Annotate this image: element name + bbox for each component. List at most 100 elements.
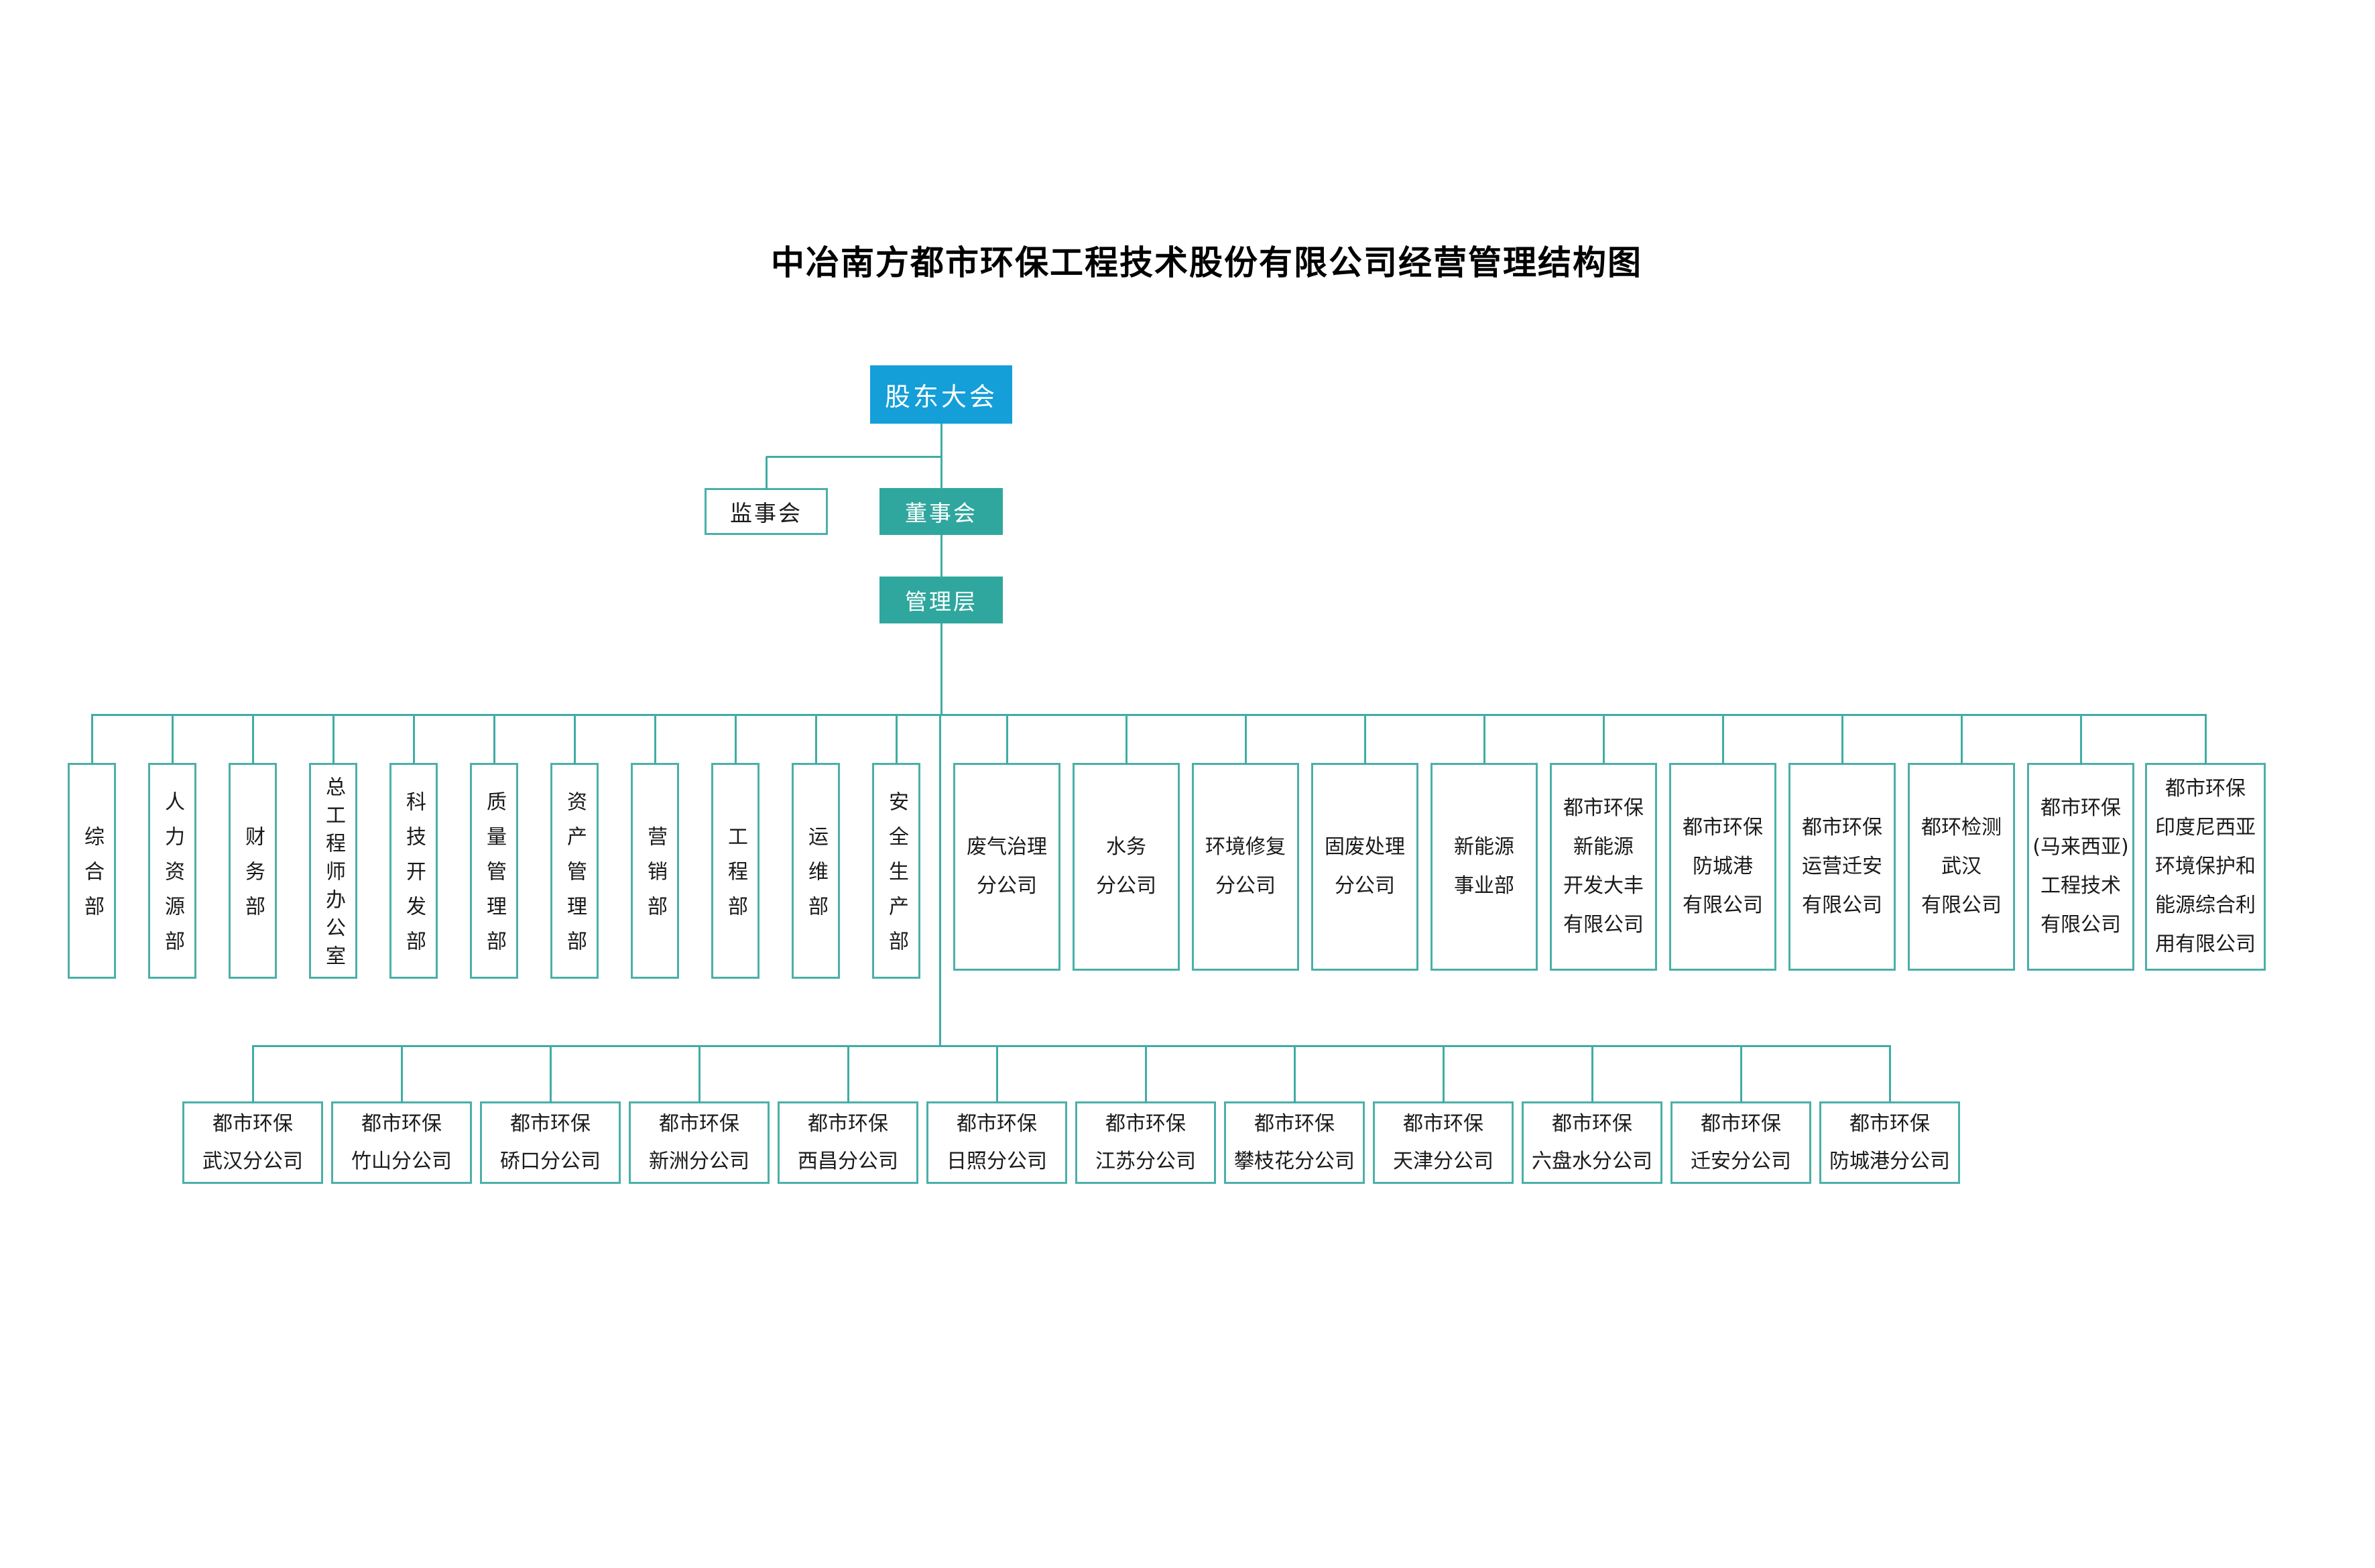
- org-node-label: 管理层: [905, 589, 977, 615]
- subsidiary-box: 固废处理 分公司: [1311, 763, 1418, 971]
- subsidiary-box-label: 都市环保 防城港 有限公司: [1683, 816, 1763, 917]
- department-box-label: 质量管理部: [483, 791, 506, 965]
- connector-line: [251, 715, 254, 765]
- department-box: 质量管理部: [470, 763, 518, 979]
- connector-line: [1602, 715, 1605, 765]
- branch-box-label: 都市环保 江苏分公司: [1095, 1111, 1196, 1173]
- org-node-shareholders-meeting: 股东大会: [870, 365, 1012, 424]
- connector-line: [938, 715, 941, 1047]
- org-node-label: 董事会: [905, 500, 977, 526]
- subsidiary-box: 水务 分公司: [1073, 763, 1180, 971]
- connector-line: [2079, 715, 2082, 765]
- subsidiary-box-label: 新能源 事业部: [1454, 835, 1514, 898]
- branch-box-label: 都市环保 攀枝花分公司: [1234, 1111, 1355, 1173]
- subsidiary-box-label: 都市环保 印度尼西亚 环境保护和 能源综合利 用有限公司: [2155, 777, 2256, 956]
- department-box: 安全生产部: [872, 763, 920, 979]
- org-node-supervisory-board: 监事会: [705, 488, 828, 535]
- subsidiary-box-label: 都市环保 (马来西亚) 工程技术 有限公司: [2032, 796, 2129, 937]
- subsidiary-box-label: 环境修复 分公司: [1205, 835, 1286, 898]
- branch-box-label: 都市环保 竹山分公司: [351, 1111, 452, 1173]
- department-box: 人力资源部: [148, 763, 196, 979]
- org-node-label: 监事会: [730, 500, 802, 526]
- department-box: 科技开发部: [389, 763, 438, 979]
- connector-line: [1006, 715, 1008, 765]
- connector-line: [1740, 1046, 1742, 1103]
- branch-box: 都市环保 武汉分公司: [182, 1101, 323, 1184]
- branch-box-label: 都市环保 西昌分公司: [798, 1111, 898, 1173]
- connector-line: [1442, 1046, 1445, 1103]
- branch-box-label: 都市环保 天津分公司: [1393, 1111, 1494, 1173]
- subsidiary-box: 新能源 事业部: [1430, 763, 1538, 971]
- department-box: 总工程师办公室: [309, 763, 357, 979]
- department-box-label: 人力资源部: [161, 791, 184, 965]
- department-box-label: 安全生产部: [885, 791, 908, 965]
- branch-box: 都市环保 日照分公司: [926, 1101, 1067, 1184]
- connector-line: [1960, 715, 1963, 765]
- connector-line: [400, 1046, 403, 1103]
- department-box-label: 综合部: [80, 826, 104, 930]
- department-box-label: 工程部: [724, 826, 747, 930]
- branch-box: 都市环保 江苏分公司: [1075, 1101, 1216, 1184]
- chart-title: 中冶南方都市环保工程技术股份有限公司经营管理结构图: [771, 243, 1642, 282]
- branch-box-label: 都市环保 日照分公司: [947, 1111, 1047, 1173]
- connector-line: [1591, 1046, 1593, 1103]
- connector-line: [1483, 715, 1485, 765]
- connector-line: [654, 715, 656, 765]
- subsidiary-box: 环境修复 分公司: [1192, 763, 1299, 971]
- department-box-label: 运维部: [804, 826, 828, 930]
- org-node-label: 股东大会: [884, 382, 997, 412]
- org-node-board-of-directors: 董事会: [879, 488, 1003, 535]
- subsidiary-box-label: 废气治理 分公司: [967, 835, 1047, 898]
- connector-line: [171, 715, 174, 765]
- connector-line: [1363, 715, 1366, 765]
- department-box: 综合部: [68, 763, 116, 979]
- subsidiary-box: 都环检测 武汉 有限公司: [1908, 763, 2015, 971]
- connector-line: [940, 623, 942, 716]
- department-box-label: 总工程师办公室: [322, 776, 345, 973]
- branch-box: 都市环保 竹山分公司: [331, 1101, 472, 1184]
- department-box-label: 资产管理部: [563, 791, 587, 965]
- branch-box-label: 都市环保 武汉分公司: [202, 1111, 303, 1173]
- subsidiary-box: 都市环保 运营迁安 有限公司: [1788, 763, 1896, 971]
- department-box: 运维部: [792, 763, 840, 979]
- connector-line: [573, 715, 576, 765]
- subsidiary-box: 都市环保 印度尼西亚 环境保护和 能源综合利 用有限公司: [2145, 763, 2266, 971]
- connector-line: [251, 1046, 254, 1103]
- connector-line: [549, 1046, 552, 1103]
- subsidiary-box: 都市环保 防城港 有限公司: [1669, 763, 1776, 971]
- department-box-label: 财务部: [241, 826, 265, 930]
- connector-line: [766, 455, 942, 458]
- branch-box: 都市环保 防城港分公司: [1819, 1101, 1960, 1184]
- branch-box: 都市环保 硚口分公司: [480, 1101, 621, 1184]
- connector-line: [1244, 715, 1247, 765]
- department-box-label: 营销部: [644, 826, 667, 930]
- connector-line: [1144, 1046, 1147, 1103]
- connector-line: [2204, 715, 2207, 765]
- branch-box-label: 都市环保 新洲分公司: [649, 1111, 749, 1173]
- connector-line: [995, 1046, 998, 1103]
- branch-box-label: 都市环保 防城港分公司: [1829, 1111, 1950, 1173]
- connector-line: [895, 715, 898, 765]
- branch-box: 都市环保 六盘水分公司: [1522, 1101, 1662, 1184]
- branch-box-label: 都市环保 六盘水分公司: [1532, 1111, 1652, 1173]
- connector-line: [251, 1044, 1891, 1047]
- connector-line: [1293, 1046, 1296, 1103]
- subsidiary-box: 都市环保 新能源 开发大丰 有限公司: [1550, 763, 1657, 971]
- connector-line: [332, 715, 334, 765]
- connector-line: [847, 1046, 849, 1103]
- connector-line: [90, 713, 2207, 716]
- department-box: 工程部: [711, 763, 759, 979]
- connector-line: [698, 1046, 701, 1103]
- subsidiary-box-label: 水务 分公司: [1096, 835, 1156, 898]
- subsidiary-box: 废气治理 分公司: [953, 763, 1060, 971]
- subsidiary-box: 都市环保 (马来西亚) 工程技术 有限公司: [2027, 763, 2134, 971]
- connector-line: [1721, 715, 1724, 765]
- connector-line: [814, 715, 817, 765]
- branch-box-label: 都市环保 硚口分公司: [500, 1111, 601, 1173]
- org-node-management: 管理层: [879, 577, 1003, 623]
- department-box-label: 科技开发部: [402, 791, 426, 965]
- connector-line: [765, 457, 768, 489]
- department-box: 营销部: [631, 763, 679, 979]
